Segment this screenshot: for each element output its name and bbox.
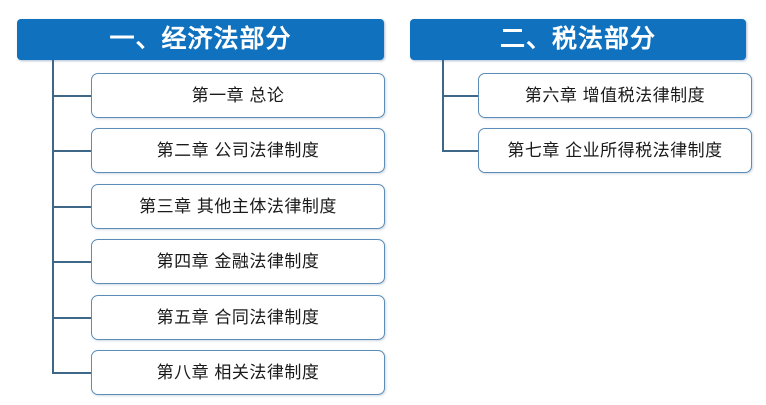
connector-branch-left-5	[52, 317, 91, 319]
chapter-node-6[interactable]: 第六章 增值税法律制度	[478, 73, 752, 118]
chapter-node-7[interactable]: 第七章 企业所得税法律制度	[478, 128, 752, 173]
connector-branch-right-1	[442, 95, 478, 97]
section-header-economic-law[interactable]: 一、经济法部分	[17, 19, 384, 60]
connector-branch-left-3	[52, 206, 91, 208]
connector-trunk-left	[52, 60, 54, 373]
connector-branch-right-2	[442, 150, 478, 152]
chapter-node-3[interactable]: 第三章 其他主体法律制度	[91, 184, 385, 229]
connector-branch-left-1	[52, 95, 91, 97]
chapter-node-5[interactable]: 第五章 合同法律制度	[91, 295, 385, 340]
chapter-node-4[interactable]: 第四章 金融法律制度	[91, 239, 385, 284]
section-header-tax-law[interactable]: 二、税法部分	[410, 19, 746, 60]
chapter-node-8[interactable]: 第八章 相关法律制度	[91, 350, 385, 395]
connector-branch-left-2	[52, 150, 91, 152]
chapter-node-1[interactable]: 第一章 总论	[91, 73, 385, 118]
connector-branch-left-4	[52, 261, 91, 263]
connector-trunk-right	[442, 60, 444, 151]
connector-branch-left-6	[52, 372, 91, 374]
chapter-node-2[interactable]: 第二章 公司法律制度	[91, 128, 385, 173]
